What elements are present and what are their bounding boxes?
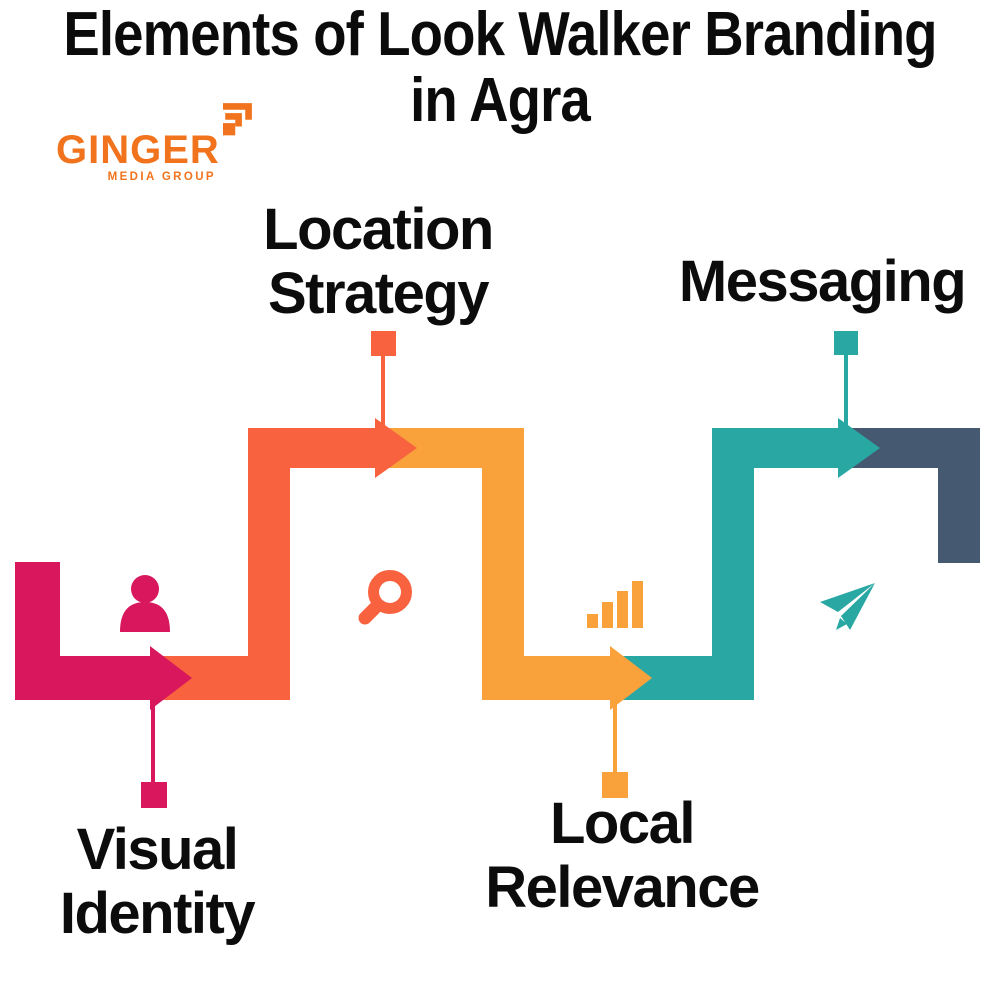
connector-line: [381, 353, 385, 430]
step-label-messaging: Messaging: [678, 249, 967, 314]
connector-line: [151, 698, 155, 784]
flow-segment-messaging: [610, 418, 880, 700]
flow-segment-location-strategy: [150, 418, 417, 700]
logo-icon-mid-bracket: [225, 113, 242, 127]
paper-plane-wing: [820, 583, 875, 612]
step-label-location-strategy: Location Strategy: [263, 197, 494, 326]
person-icon-head: [131, 575, 159, 603]
bar-3: [617, 591, 628, 628]
bar-chart-icon: [587, 581, 643, 628]
person-icon-body: [120, 602, 170, 632]
logo-icon-outer-bracket: [223, 103, 252, 120]
logo-icon-square: [223, 123, 236, 136]
magnifier-icon-handle: [358, 601, 382, 625]
magnifier-icon: [358, 570, 412, 625]
bar-4: [632, 581, 643, 628]
flow-segment-end: [838, 428, 980, 563]
step-label-local-relevance: Local Relevance: [485, 791, 760, 920]
connector-line: [613, 698, 617, 774]
flow-segment-visual-identity: [15, 562, 192, 710]
connector-line: [844, 352, 848, 429]
ginger-logo-icon: [223, 103, 252, 136]
connector-visual-identity: [141, 698, 167, 808]
bar-2: [602, 602, 613, 628]
connector-square: [602, 772, 628, 798]
connector-location-strategy: [371, 331, 396, 430]
logo-tagline: MEDIA GROUP: [107, 171, 216, 183]
connector-square: [371, 331, 396, 356]
paper-plane-icon: [820, 583, 875, 630]
paper-plane-body: [841, 583, 875, 630]
page-title: Elements of Look Walker Branding in Agra: [63, 0, 937, 135]
step-label-visual-identity: Visual Identity: [59, 817, 256, 946]
connector-square: [141, 782, 167, 808]
connector-local-relevance: [602, 698, 628, 798]
connector-messaging: [834, 331, 858, 429]
flow-segment-local-relevance: [375, 428, 652, 710]
brand-logo: GINGER MEDIA GROUP: [56, 103, 252, 183]
logo-name: GINGER: [56, 128, 220, 172]
paper-plane-tail: [836, 618, 847, 630]
connector-square: [834, 331, 858, 355]
person-icon: [120, 575, 170, 632]
bar-1: [587, 614, 598, 628]
magnifier-icon-lens: [368, 570, 412, 614]
